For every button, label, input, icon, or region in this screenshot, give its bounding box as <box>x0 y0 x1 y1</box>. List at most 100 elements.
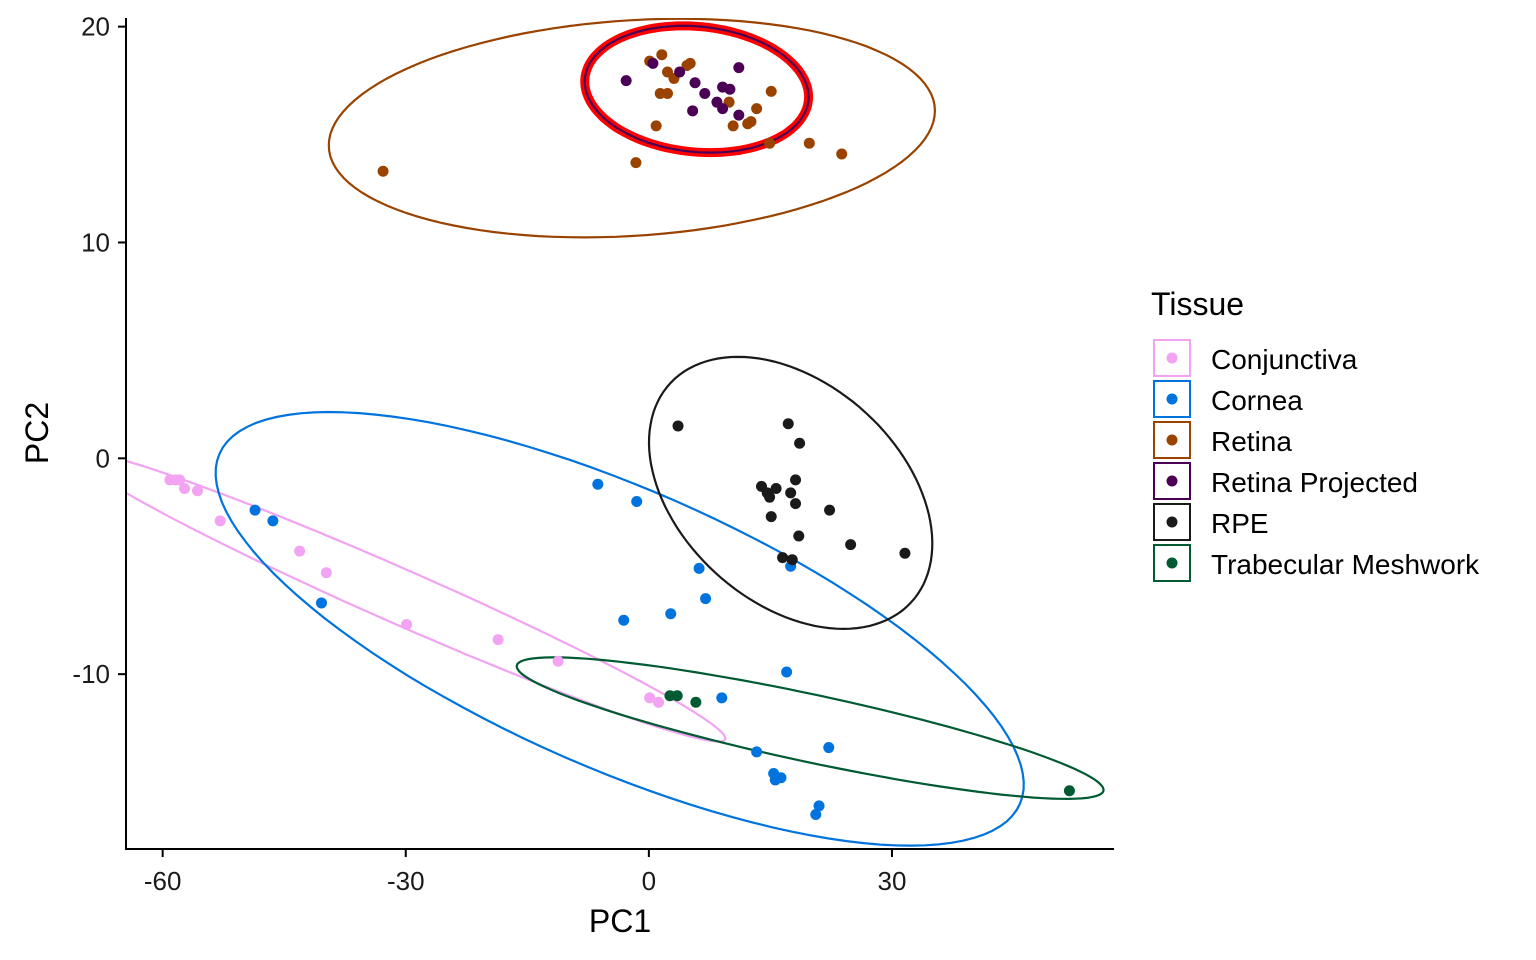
point-conjunctiva <box>294 545 306 557</box>
ellipse-conjunctiva <box>127 460 727 743</box>
point-retina-projected <box>724 83 736 95</box>
point-conjunctiva <box>174 474 186 486</box>
point-cornea <box>810 808 822 820</box>
x-tick-label: 0 <box>642 866 656 896</box>
point-conjunctiva <box>179 483 191 495</box>
point-trabecular-meshwork <box>690 696 702 708</box>
point-retina <box>377 165 389 177</box>
point-cornea <box>716 692 728 704</box>
point-cornea <box>249 504 261 516</box>
y-axis-label: PC2 <box>19 402 55 464</box>
point-conjunctiva <box>401 619 413 631</box>
point-cornea <box>267 515 279 527</box>
point-rpe <box>790 498 802 510</box>
point-cornea <box>823 742 835 754</box>
legend-item: Trabecular Meshwork <box>1153 544 1480 582</box>
point-conjunctiva <box>192 485 203 497</box>
ellipse-rpe <box>647 355 934 631</box>
point-rpe <box>845 539 857 551</box>
point-retina-projected <box>699 88 711 100</box>
y-ticks: -10 0 10 20 <box>72 12 126 689</box>
point-conjunctiva <box>320 567 332 579</box>
y-tick-label: 0 <box>96 443 110 473</box>
point-retina-projected <box>620 75 632 87</box>
point-retina-projected <box>717 103 729 115</box>
confidence-ellipses <box>127 18 1105 847</box>
legend-title: Tissue <box>1151 286 1244 322</box>
point-cornea <box>781 666 793 678</box>
y-tick-label: 20 <box>81 12 110 42</box>
point-rpe <box>786 554 798 566</box>
point-retina-projected <box>733 109 745 121</box>
point-retina <box>650 120 662 132</box>
point-cornea <box>631 495 643 507</box>
legend-label: Retina Projected <box>1211 467 1418 498</box>
point-cornea <box>775 772 787 784</box>
point-retina <box>764 137 776 149</box>
point-rpe <box>765 511 777 523</box>
point-rpe <box>790 474 802 486</box>
point-retina-projected <box>674 66 686 78</box>
legend-item: Retina <box>1153 421 1292 459</box>
point-rpe <box>764 491 776 503</box>
ellipse-cornea <box>214 410 1025 847</box>
point-retina-projected <box>689 77 701 89</box>
point-cornea <box>315 597 327 609</box>
point-retina <box>765 85 777 97</box>
point-trabecular-meshwork <box>671 690 683 702</box>
point-retina <box>803 137 815 149</box>
legend-label: Trabecular Meshwork <box>1211 549 1480 580</box>
legend-dot-icon <box>1166 557 1178 569</box>
y-tick-label: 10 <box>81 227 110 257</box>
point-retina <box>727 120 739 132</box>
legend-item: RPE <box>1153 503 1269 541</box>
point-retina <box>836 148 848 160</box>
point-cornea <box>693 562 705 574</box>
legend-dot-icon <box>1166 352 1178 364</box>
legend-dot-icon <box>1166 475 1178 487</box>
point-rpe <box>785 487 797 499</box>
point-rpe <box>794 437 806 449</box>
point-rpe <box>824 504 836 516</box>
point-rpe <box>782 418 794 430</box>
legend-item: Retina Projected <box>1153 462 1418 500</box>
legend-item: Conjunctiva <box>1153 339 1358 377</box>
point-rpe <box>672 420 684 432</box>
legend-label: Conjunctiva <box>1211 344 1358 375</box>
point-rpe <box>777 552 789 564</box>
ellipse-retina-projected <box>583 24 810 154</box>
point-rpe <box>899 547 911 559</box>
point-cornea <box>813 800 825 812</box>
data-points <box>164 49 1075 820</box>
point-conjunctiva <box>644 692 656 704</box>
legend-label: Retina <box>1211 426 1292 457</box>
point-retina-projected <box>733 62 745 74</box>
x-tick-label: -30 <box>387 866 425 896</box>
point-retina <box>745 116 757 128</box>
point-cornea <box>592 478 604 490</box>
legend-label: RPE <box>1211 508 1269 539</box>
point-retina <box>630 157 642 169</box>
point-retina-projected <box>687 105 699 117</box>
point-retina <box>751 103 763 115</box>
point-conjunctiva <box>552 655 564 667</box>
point-trabecular-meshwork <box>1063 785 1075 797</box>
legend-item: Cornea <box>1153 380 1303 418</box>
point-cornea <box>618 614 630 626</box>
y-tick-label: -10 <box>72 659 110 689</box>
legend-dot-icon <box>1166 393 1178 405</box>
ellipse-trabecular-meshwork <box>515 656 1105 801</box>
ellipse-retina <box>327 18 937 239</box>
point-cornea <box>751 746 763 758</box>
point-retina <box>656 49 668 61</box>
point-retina <box>684 57 696 69</box>
point-retina-projected <box>647 57 659 69</box>
point-rpe <box>770 483 782 495</box>
point-conjunctiva <box>214 515 226 527</box>
legend-dot-icon <box>1166 434 1178 446</box>
x-tick-label: 30 <box>878 866 907 896</box>
point-retina <box>662 88 673 100</box>
